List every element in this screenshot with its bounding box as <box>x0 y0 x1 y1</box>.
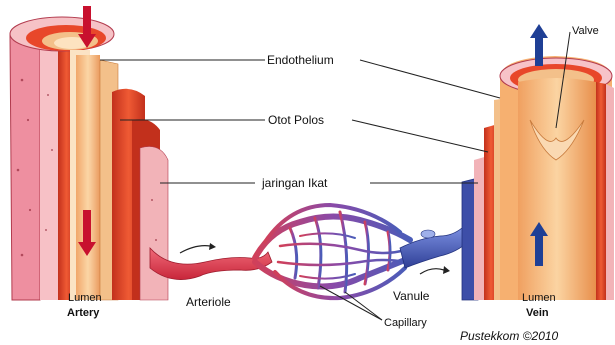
capillary-leader <box>345 292 382 320</box>
venule-vessel <box>400 228 470 274</box>
vein-illustration <box>462 24 614 300</box>
artery-illustration <box>10 6 168 300</box>
label-capillary: Capillary <box>384 317 427 329</box>
credit-text: Pustekkom ©2010 <box>460 329 559 343</box>
label-jaringan-ikat: jaringan Ikat <box>261 176 328 190</box>
otot-polos-leader-right <box>352 120 488 152</box>
capillary-bed <box>255 205 410 298</box>
label-arteriole: Arteriole <box>186 295 231 309</box>
label-vein: Vein <box>526 307 549 319</box>
label-vanule: Vanule <box>393 289 430 303</box>
label-valve: Valve <box>572 25 599 37</box>
label-otot-polos: Otot Polos <box>268 113 324 127</box>
label-lumen-artery: Lumen <box>68 292 102 304</box>
label-artery: Artery <box>67 307 100 319</box>
endothelium-leader-right <box>360 60 500 98</box>
label-endothelium: Endothelium <box>267 53 334 67</box>
label-lumen-vein: Lumen <box>522 292 556 304</box>
